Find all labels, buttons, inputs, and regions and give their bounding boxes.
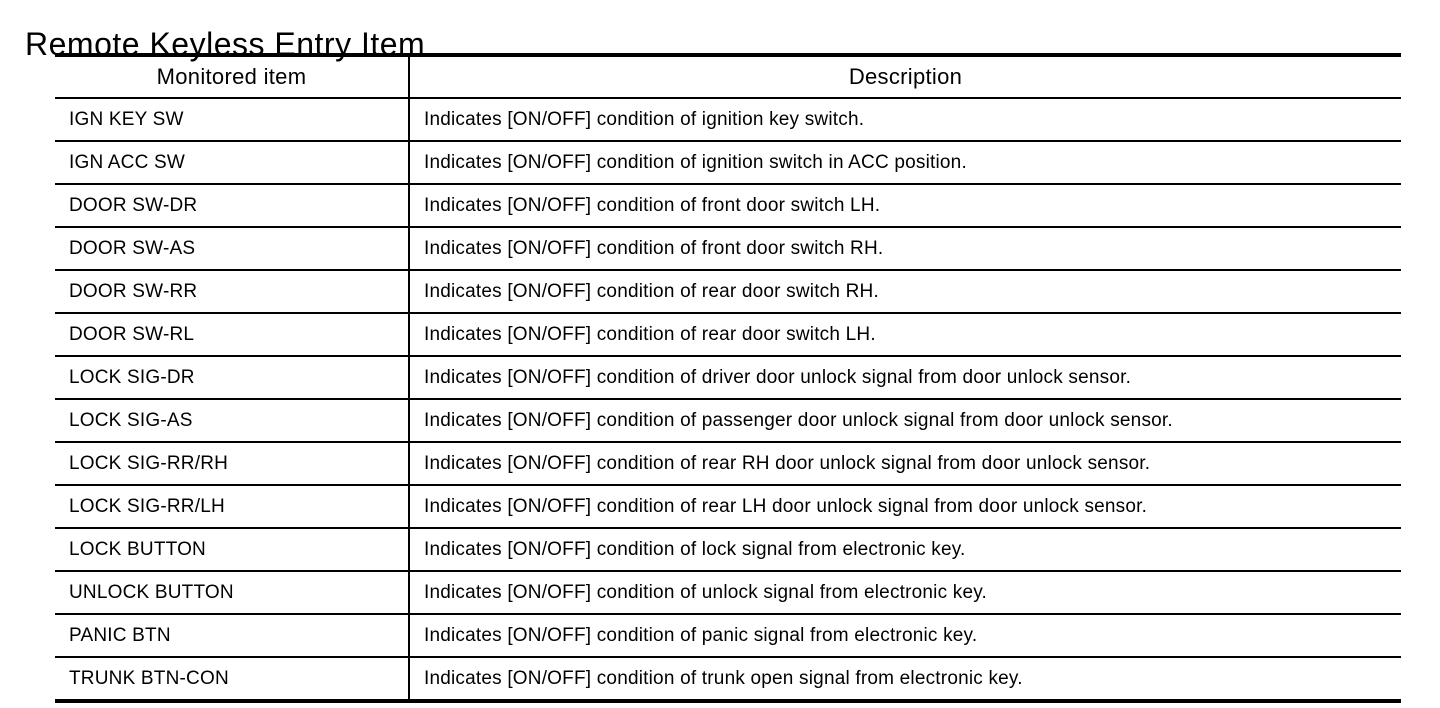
- description-cell: Indicates [ON/OFF] condition of front do…: [409, 226, 1401, 270]
- table-row: IGN KEY SW Indicates [ON/OFF] condition …: [55, 97, 1401, 141]
- description-cell: Indicates [ON/OFF] condition of rear RH …: [409, 441, 1401, 485]
- monitored-item-cell: LOCK SIG-RR/LH: [55, 484, 410, 528]
- description-cell: Indicates [ON/OFF] condition of unlock s…: [409, 570, 1401, 614]
- monitored-item-cell: LOCK SIG-DR: [55, 355, 410, 399]
- monitored-item-cell: LOCK BUTTON: [55, 527, 410, 571]
- description-cell: Indicates [ON/OFF] condition of ignition…: [409, 140, 1401, 184]
- monitored-item-cell: LOCK SIG-AS: [55, 398, 410, 442]
- monitored-item-cell: TRUNK BTN-CON: [55, 656, 410, 701]
- description-cell: Indicates [ON/OFF] condition of front do…: [409, 183, 1401, 227]
- monitored-item-cell: IGN KEY SW: [55, 97, 410, 141]
- table-row: UNLOCK BUTTON Indicates [ON/OFF] conditi…: [55, 570, 1401, 614]
- column-header-monitored-item: Monitored item: [55, 55, 410, 98]
- table-row: IGN ACC SW Indicates [ON/OFF] condition …: [55, 140, 1401, 184]
- table-row: LOCK BUTTON Indicates [ON/OFF] condition…: [55, 527, 1401, 571]
- table-header: Monitored item Description: [55, 55, 1401, 98]
- description-cell: Indicates [ON/OFF] condition of ignition…: [409, 97, 1401, 141]
- monitored-item-cell: DOOR SW-DR: [55, 183, 410, 227]
- monitored-item-cell: LOCK SIG-RR/RH: [55, 441, 410, 485]
- description-cell: Indicates [ON/OFF] condition of rear doo…: [409, 269, 1401, 313]
- table-row: LOCK SIG-RR/LH Indicates [ON/OFF] condit…: [55, 484, 1401, 528]
- monitored-item-cell: DOOR SW-RR: [55, 269, 410, 313]
- monitored-item-cell: PANIC BTN: [55, 613, 410, 657]
- table-row: LOCK SIG-AS Indicates [ON/OFF] condition…: [55, 398, 1401, 442]
- column-header-description: Description: [848, 64, 963, 89]
- header-row: Monitored item Description: [55, 55, 1401, 98]
- monitored-item-cell: IGN ACC SW: [55, 140, 410, 184]
- table-row: LOCK SIG-DR Indicates [ON/OFF] condition…: [55, 355, 1401, 399]
- monitored-item-cell: DOOR SW-RL: [55, 312, 410, 356]
- table-row: TRUNK BTN-CON Indicates [ON/OFF] conditi…: [55, 656, 1401, 701]
- monitored-item-cell: UNLOCK BUTTON: [55, 570, 410, 614]
- description-cell: Indicates [ON/OFF] condition of driver d…: [409, 355, 1401, 399]
- table-row: DOOR SW-AS Indicates [ON/OFF] condition …: [55, 226, 1401, 270]
- description-cell: Indicates [ON/OFF] condition of trunk op…: [409, 656, 1401, 701]
- description-cell: Indicates [ON/OFF] condition of panic si…: [409, 613, 1401, 657]
- description-cell: Indicates [ON/OFF] condition of rear LH …: [409, 484, 1401, 528]
- description-cell: Indicates [ON/OFF] condition of rear doo…: [409, 312, 1401, 356]
- monitored-item-cell: DOOR SW-AS: [55, 226, 410, 270]
- table-row: DOOR SW-DR Indicates [ON/OFF] condition …: [55, 183, 1401, 227]
- description-cell: Indicates [ON/OFF] condition of lock sig…: [409, 527, 1401, 571]
- table-row: DOOR SW-RL Indicates [ON/OFF] condition …: [55, 312, 1401, 356]
- table-row: DOOR SW-RR Indicates [ON/OFF] condition …: [55, 269, 1401, 313]
- table-body: IGN KEY SW Indicates [ON/OFF] condition …: [55, 97, 1401, 701]
- monitored-items-table: Monitored item Description IGN KEY SW In…: [55, 53, 1401, 703]
- description-cell: Indicates [ON/OFF] condition of passenge…: [409, 398, 1401, 442]
- table-row: LOCK SIG-RR/RH Indicates [ON/OFF] condit…: [55, 441, 1401, 485]
- table-row: PANIC BTN Indicates [ON/OFF] condition o…: [55, 613, 1401, 657]
